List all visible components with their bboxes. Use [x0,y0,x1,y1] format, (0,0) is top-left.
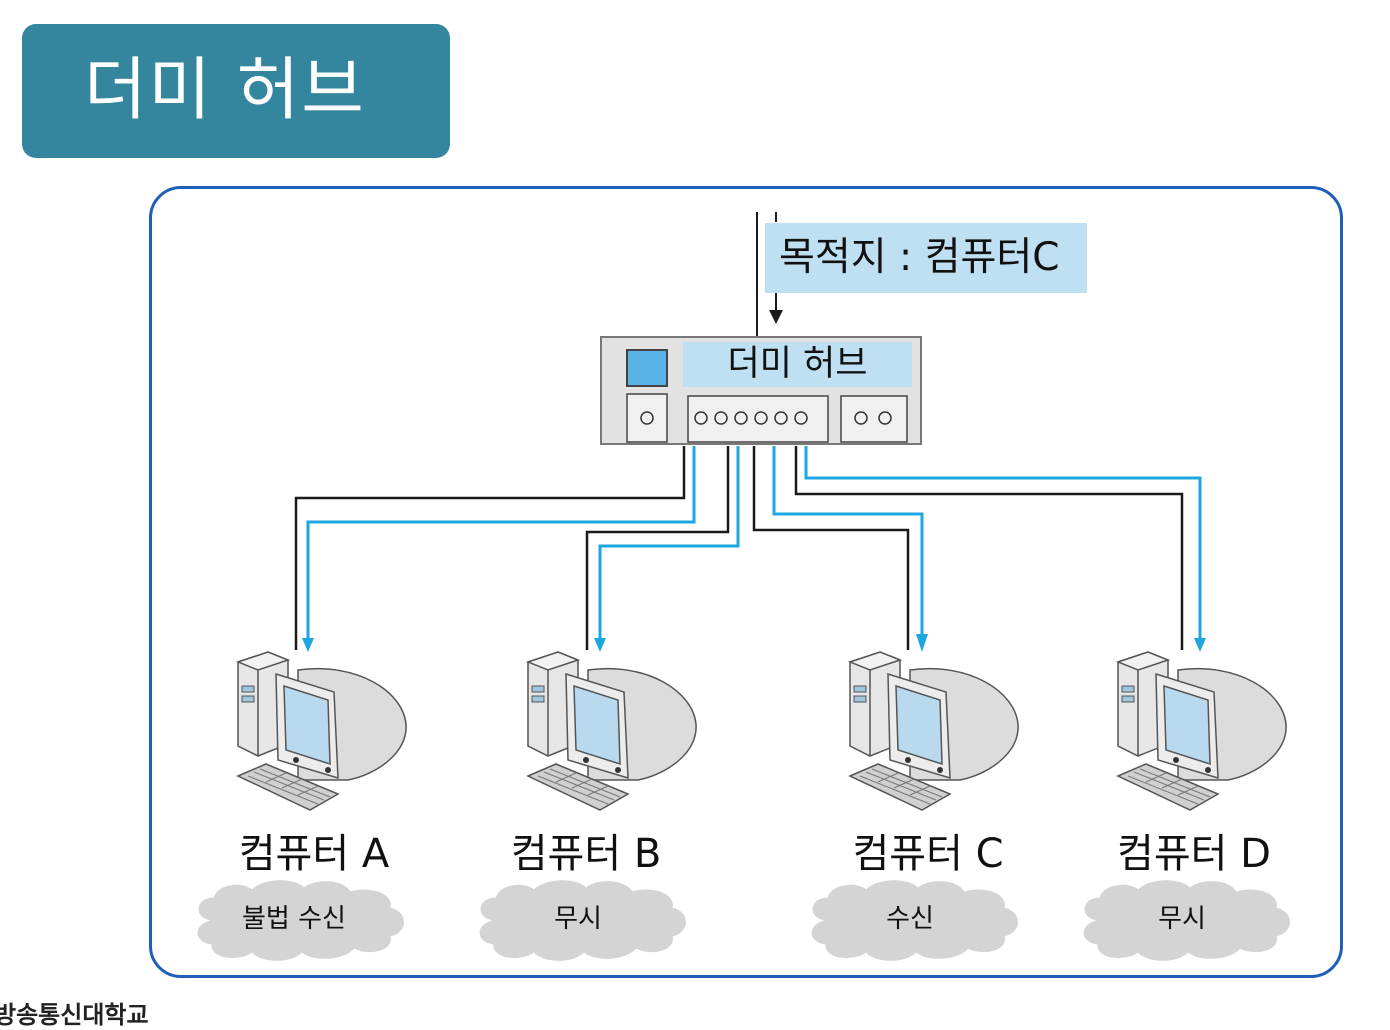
computer-b-status: 무시 [554,904,602,934]
computer-a-status: 불법 수신 [242,904,346,934]
signal-lines [306,446,1202,640]
diagram-frame [149,186,1343,978]
computer-c-status: 수신 [886,904,934,934]
slide-title: 더미 허브 [22,24,450,158]
computer-d-icon [1117,651,1287,811]
computer-c-icon [849,651,1019,811]
computer-c-label: 컴퓨터 C [852,831,1004,877]
university-logo: 방송통신대학교 [0,1001,149,1029]
hub-label: 더미 허브 [683,342,912,387]
computer-d-label: 컴퓨터 D [1117,831,1271,877]
destination-label: 목적지 : 컴퓨터C [765,223,1087,293]
hub-wires [294,446,1184,650]
computer-a-label: 컴퓨터 A [238,831,390,877]
computer-a-icon [237,651,407,811]
computer-d-status: 무시 [1158,904,1206,934]
computer-b-icon [527,651,697,811]
computer-b-label: 컴퓨터 B [510,831,662,877]
